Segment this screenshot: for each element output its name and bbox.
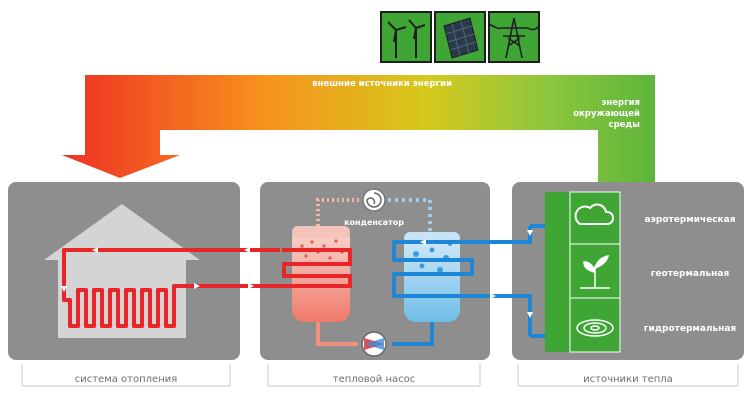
heating-flow-arrows: [61, 247, 254, 292]
condenser-label: конденсатор: [344, 218, 404, 227]
sources-column: [545, 191, 621, 353]
external-energy-label: внешние источники энергии: [312, 79, 452, 89]
evaporator-tank: [404, 232, 460, 322]
source-label-hydrothermal: гидротермальная: [644, 324, 737, 334]
energy-flow-arrow: [62, 75, 655, 182]
ambient-energy-line-1: энергия: [601, 98, 640, 108]
power-line-icon: [488, 11, 540, 63]
sprout-icon: [580, 255, 610, 289]
ambient-energy-line-3: среды: [609, 120, 640, 130]
wind-turbine-icon: [380, 11, 432, 63]
heating-coil: [62, 248, 282, 328]
refrigerant-loop: [316, 198, 434, 346]
compressor-icon: [362, 188, 386, 212]
external-energy-icons: [380, 11, 540, 63]
house-icon: [44, 204, 200, 338]
heat-pump-caption: тепловой насос: [333, 374, 416, 385]
heating-system-caption: система отопления: [75, 374, 178, 385]
solar-panel-icon: [434, 11, 486, 63]
expansion-valve-icon: [361, 331, 387, 357]
ambient-energy-label: энергия окружающей среды: [573, 98, 640, 130]
source-label-geothermal: геотермальная: [651, 269, 730, 279]
cloud-icon: [574, 203, 615, 225]
panel-captions: [21, 364, 739, 387]
source-label-aerothermal: аэротермическая: [644, 215, 735, 225]
condenser-coil: [282, 248, 352, 288]
water-ripple-icon: [576, 319, 614, 337]
heat-sources-caption: источники тепла: [583, 374, 673, 385]
ambient-energy-line-2: окружающей: [573, 109, 640, 119]
